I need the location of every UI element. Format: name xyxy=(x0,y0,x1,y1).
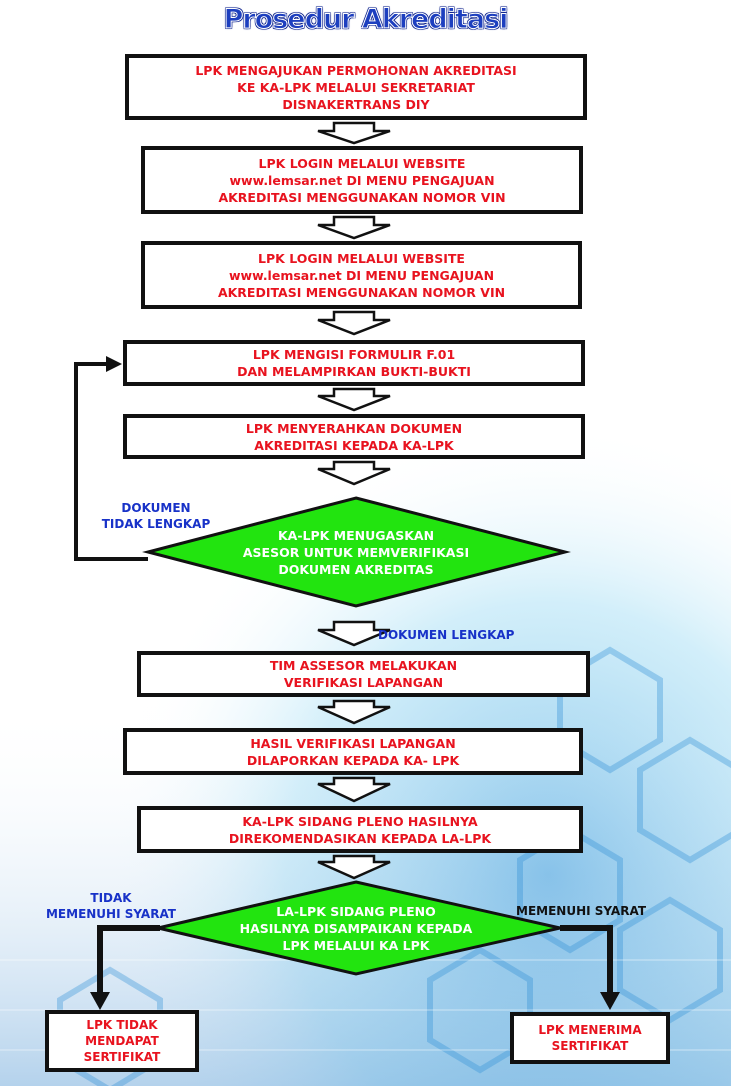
down-arrow-icon xyxy=(90,992,110,1010)
outcome-receive-certificate: LPK MENERIMA SERTIFIKAT xyxy=(510,1012,670,1064)
down-arrow-icon xyxy=(317,776,391,803)
step-fill-form: LPK MENGISI FORMULIR F.01 DAN MELAMPIRKA… xyxy=(123,340,585,386)
step-field-verification: TIM ASSESOR MELAKUKAN VERIFIKASI LAPANGA… xyxy=(137,651,590,697)
page-title: Prosedur Akreditasi xyxy=(223,4,509,36)
decision-assign-assessor: KA-LPK MENUGASKAN ASESOR UNTUK MEMVERIFI… xyxy=(242,528,470,577)
down-arrow-icon xyxy=(317,854,391,880)
decision-diamond xyxy=(157,880,561,976)
label-documents-complete: DOKUMEN LENGKAP xyxy=(378,628,515,642)
label-documents-incomplete: DOKUMEN TIDAK LENGKAP xyxy=(101,501,211,531)
down-arrow-icon xyxy=(317,699,391,725)
step-login-website-2: LPK LOGIN MELALUI WEBSITE www.lemsar.net… xyxy=(141,241,582,309)
down-arrow-icon xyxy=(600,992,620,1010)
outcome-no-certificate: LPK TIDAK MENDAPAT SERTIFIKAT xyxy=(45,1010,199,1072)
step-login-website-1: LPK LOGIN MELALUI WEBSITE www.lemsar.net… xyxy=(141,146,583,214)
loop-back-connector xyxy=(74,362,148,561)
label-qualified: MEMENUHI SYARAT xyxy=(516,904,647,918)
pass-branch-connector xyxy=(560,925,613,998)
right-arrow-icon xyxy=(106,356,122,372)
down-arrow-icon xyxy=(317,215,391,240)
down-arrow-icon xyxy=(317,460,391,486)
decision-plenary-result: LA-LPK SIDANG PLENO HASILNYA DISAMPAIKAN… xyxy=(239,904,473,953)
decision-diamond xyxy=(142,496,571,608)
down-arrow-icon xyxy=(317,387,391,412)
label-not-qualified: TIDAK MEMENUHI SYARAT xyxy=(45,891,176,921)
step-submit-documents: LPK MENYERAHKAN DOKUMEN AKREDITASI KEPAD… xyxy=(123,414,585,459)
down-arrow-icon xyxy=(317,620,391,647)
step-report-results: HASIL VERIFIKASI LAPANGAN DILAPORKAN KEP… xyxy=(123,728,583,775)
down-arrow-icon xyxy=(317,121,391,145)
fail-branch-connector xyxy=(97,925,160,998)
down-arrow-icon xyxy=(317,310,391,336)
step-submit-application: LPK MENGAJUKAN PERMOHONAN AKREDITASI KE … xyxy=(125,54,587,120)
step-plenary-session: KA-LPK SIDANG PLENO HASILNYA DIREKOMENDA… xyxy=(137,806,583,853)
